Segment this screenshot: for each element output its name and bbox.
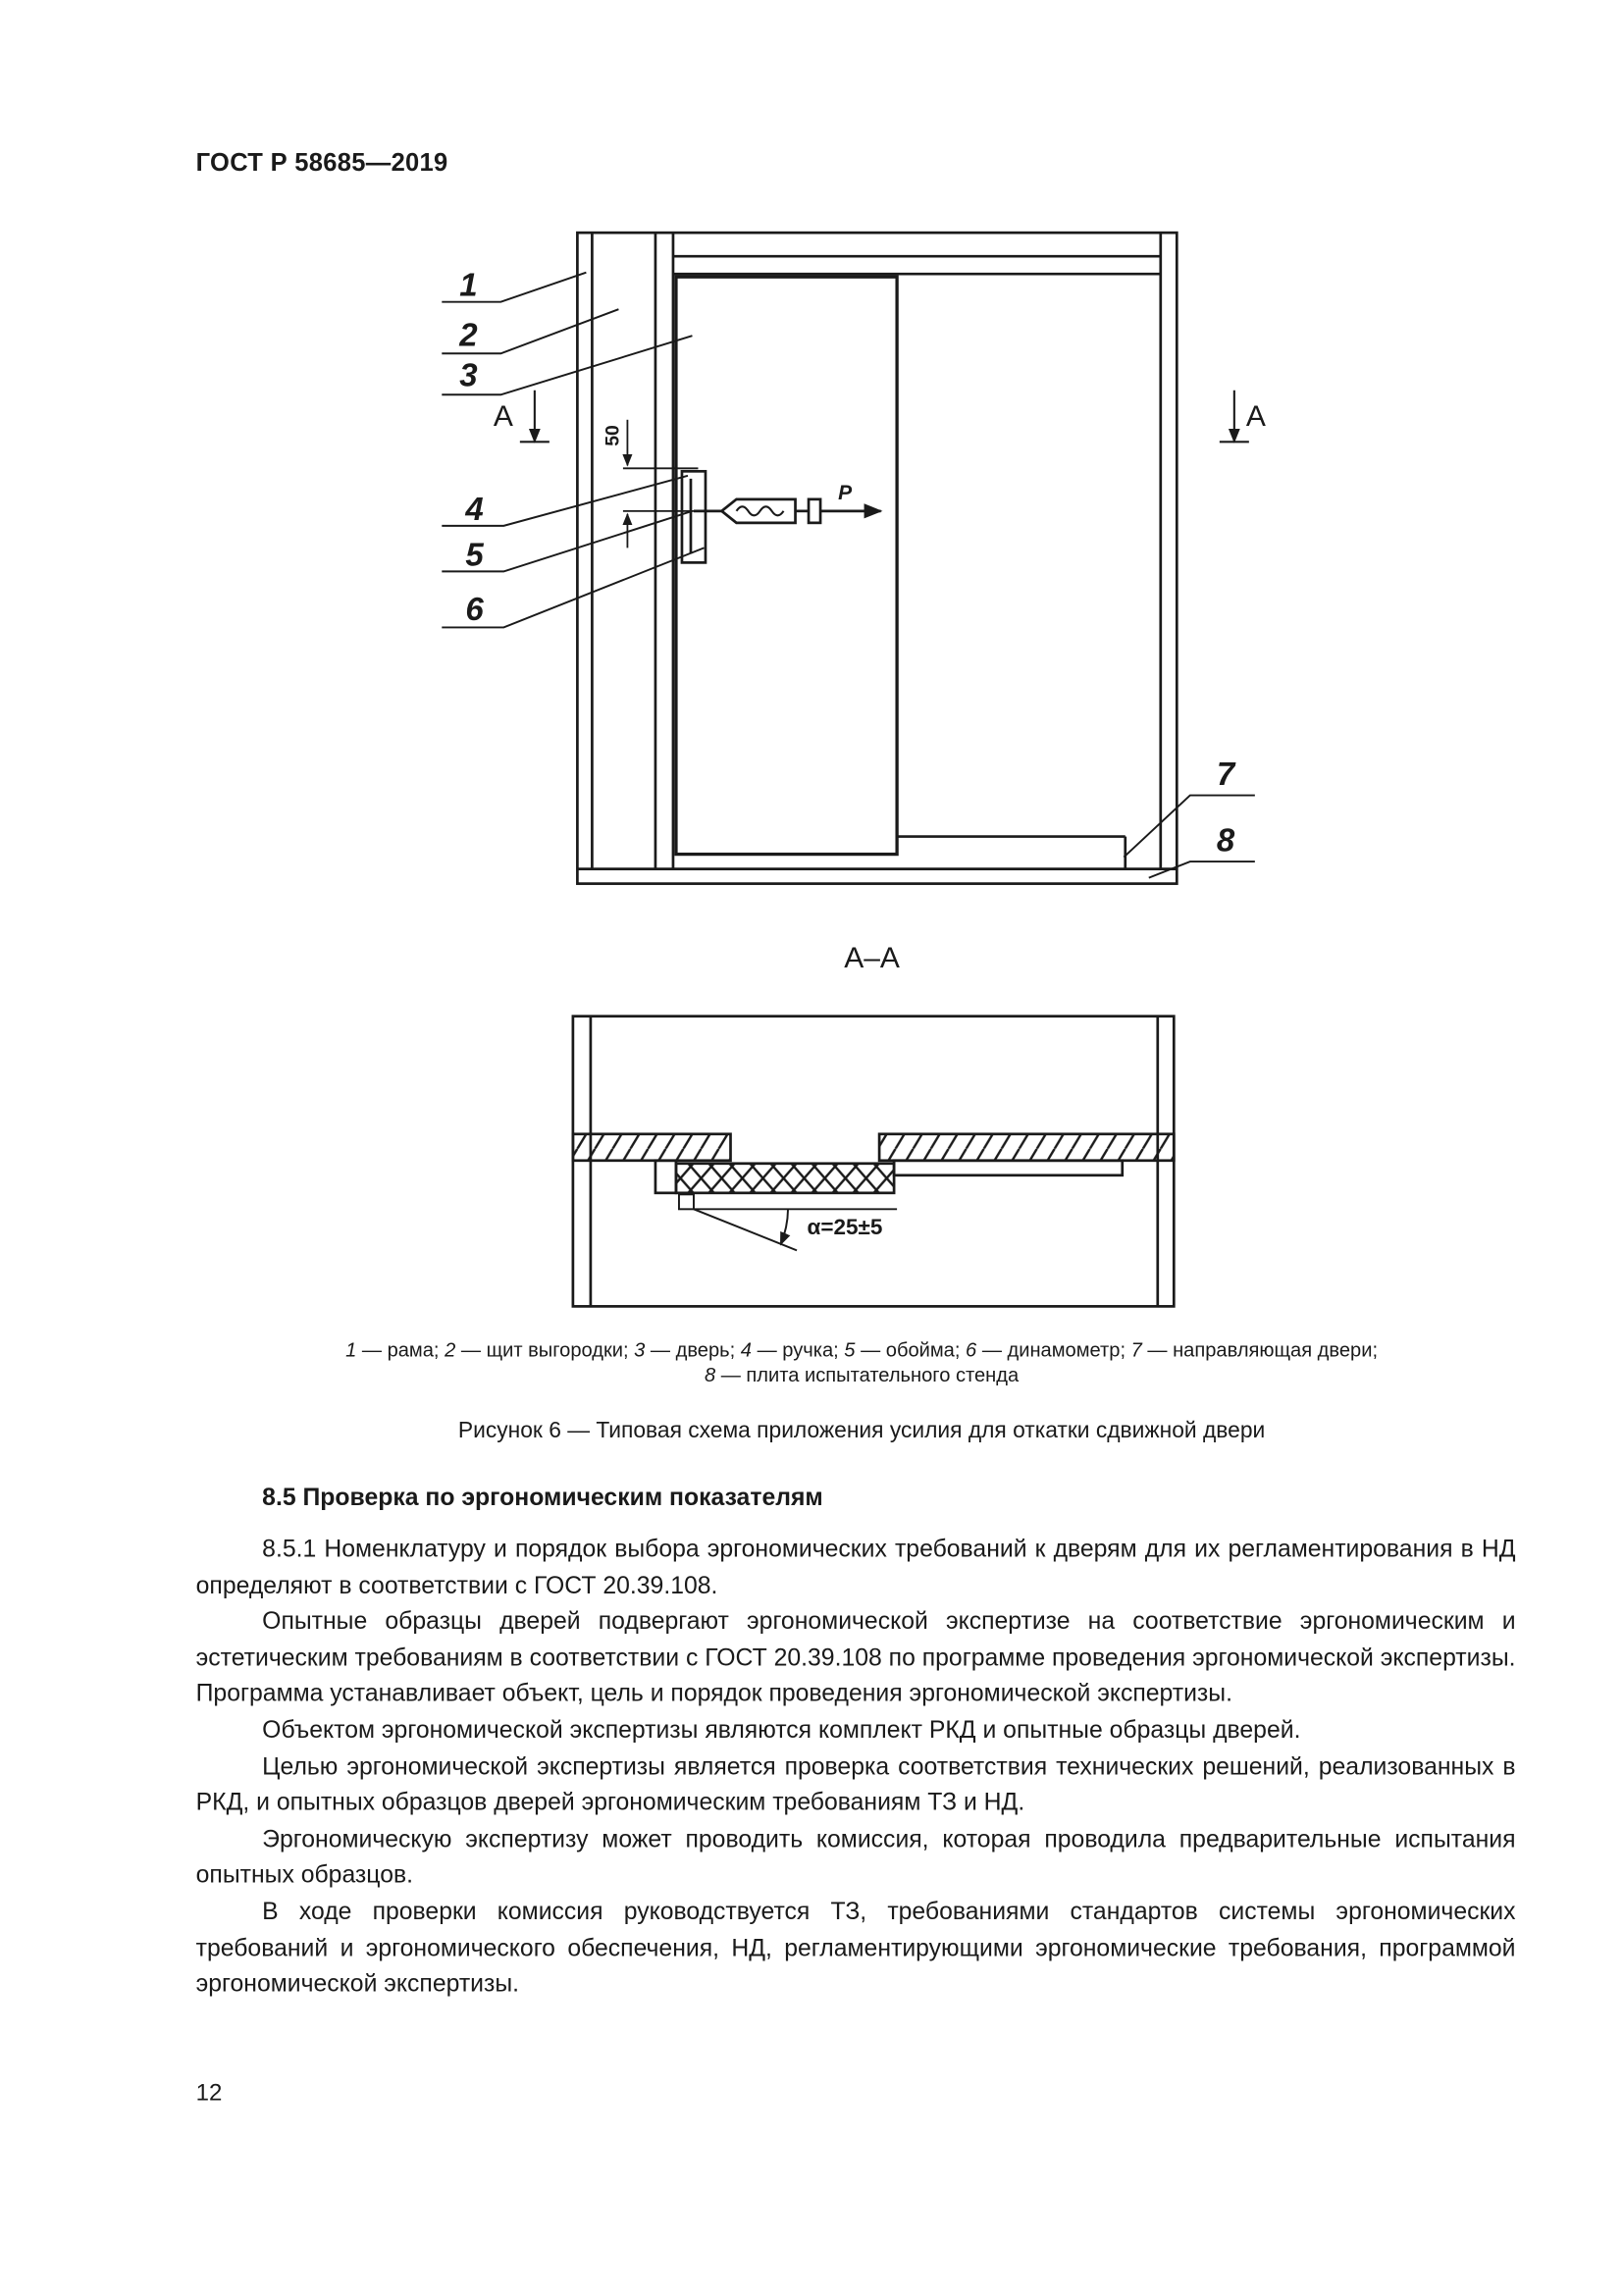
- panel-section-left: [571, 1132, 732, 1163]
- paragraph: В ходе проверки комиссия руководствуется…: [195, 1898, 1516, 1998]
- legend-num: 7: [1130, 1338, 1142, 1361]
- legend-text: — щит выгородки;: [455, 1338, 635, 1361]
- figure-6-diagram: 1 2 3 4 5 6 7 8 А А 50 P А–А: [442, 231, 1266, 1308]
- legend-num: 3: [634, 1338, 646, 1361]
- paragraph: Опытные образцы дверей подвергают эргоно…: [195, 1608, 1516, 1708]
- guide-section: [892, 1159, 1125, 1177]
- section-marker-left: А: [494, 400, 513, 433]
- angle-label: α=25±5: [808, 1215, 883, 1239]
- paragraph: 8.5.1 Номенклатуру и порядок выбора эрго…: [195, 1536, 1516, 1599]
- legend-text: — обойма;: [855, 1338, 967, 1361]
- figure-caption: Рисунок 6 — Типовая схема приложения уси…: [457, 1418, 1266, 1443]
- callout-1: 1: [459, 267, 477, 303]
- legend-num: 6: [966, 1338, 977, 1361]
- legend-text: — плита испытательного стенда: [715, 1363, 1020, 1386]
- figure-legend: 1 — рама; 2 — щит выгородки; 3 — дверь; …: [206, 1337, 1517, 1387]
- callout-8: 8: [1217, 822, 1235, 859]
- dynamometer-spring: [735, 505, 785, 517]
- section-view: [571, 1015, 1176, 1308]
- frame-outline: [576, 231, 1178, 885]
- page-number: 12: [195, 2080, 223, 2107]
- legend-num: 5: [844, 1338, 856, 1361]
- callout-5: 5: [465, 536, 484, 572]
- angle-arc: [779, 1209, 791, 1246]
- section-title: А–А: [844, 942, 900, 974]
- callout-labels: 1 2 3 4 5 6 7 8: [458, 267, 1236, 859]
- paragraph: Объектом эргономической экспертизы являю…: [262, 1717, 1301, 1745]
- front-view-labels: А А 50 P: [494, 400, 1266, 504]
- dynamometer-cap: [807, 497, 822, 525]
- sliding-door: [674, 275, 899, 857]
- angle-ray: [693, 1208, 798, 1252]
- legend-text: — рама;: [356, 1338, 445, 1361]
- legend-num: 8: [704, 1363, 716, 1386]
- door-section: [674, 1162, 896, 1195]
- section-body: 8.5.1 Номенклатуру и порядок выбора эрго…: [196, 1532, 1516, 2003]
- section-stop: [654, 1159, 678, 1195]
- legend-num: 4: [740, 1338, 752, 1361]
- section-heading: 8.5 Проверка по эргономическим показател…: [262, 1485, 823, 1512]
- dynamometer-body: [719, 497, 797, 525]
- force-label: P: [838, 482, 853, 504]
- paragraph: Эргономическую экспертизу может проводит…: [195, 1825, 1516, 1889]
- paragraph: Целью эргономической экспертизы является…: [195, 1753, 1516, 1816]
- panel-section-right: [877, 1132, 1176, 1163]
- legend-text: — дверь;: [645, 1338, 741, 1361]
- legend-line-2: 8 — плита испытательного стенда: [206, 1362, 1517, 1387]
- legend-text: — динамометр;: [976, 1338, 1131, 1361]
- callout-6: 6: [465, 591, 484, 627]
- dimension-label: 50: [602, 425, 623, 446]
- callout-3: 3: [459, 356, 477, 392]
- document-header: ГОСТ Р 58685—2019: [195, 148, 448, 178]
- callout-7: 7: [1217, 756, 1236, 792]
- legend-num: 2: [445, 1338, 456, 1361]
- callout-2: 2: [458, 317, 478, 353]
- callout-4: 4: [464, 491, 483, 527]
- callout-leaders: [442, 271, 1255, 879]
- holder-6: [680, 469, 707, 564]
- legend-num: 1: [345, 1338, 357, 1361]
- section-marker-right: А: [1246, 400, 1266, 433]
- legend-line-1: 1 — рама; 2 — щит выгородки; 3 — дверь; …: [206, 1337, 1517, 1363]
- legend-text: — направляющая двери;: [1141, 1338, 1379, 1361]
- legend-text: — ручка;: [751, 1338, 845, 1361]
- pivot-block: [677, 1193, 695, 1211]
- front-view: [519, 231, 1249, 885]
